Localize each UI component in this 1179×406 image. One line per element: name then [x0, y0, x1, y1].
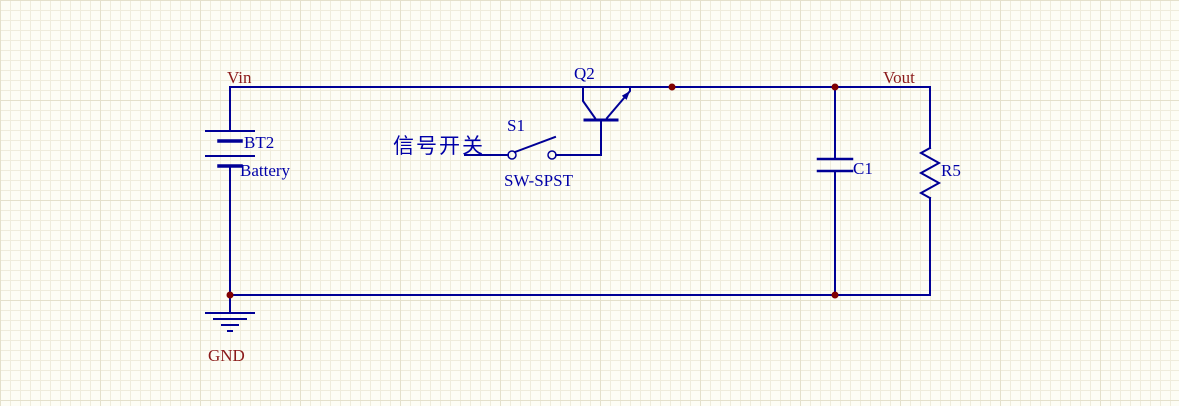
ground-symbol[interactable]	[205, 312, 255, 332]
net-label-vout[interactable]: Vout	[883, 68, 915, 87]
transistor-collector-lead	[582, 86, 597, 120]
wires	[229, 86, 931, 313]
capacitor-symbol[interactable]	[816, 157, 854, 173]
switch-designator[interactable]: S1	[507, 116, 525, 135]
junctions	[226, 83, 839, 299]
transistor-emitter-arrow-icon	[621, 91, 630, 100]
transistor-designator[interactable]: Q2	[574, 64, 595, 83]
resistor-symbol[interactable]	[918, 146, 942, 200]
battery-symbol[interactable]	[205, 130, 255, 168]
battery-comment[interactable]: Battery	[240, 161, 291, 180]
net-label-gnd[interactable]: GND	[208, 346, 245, 365]
switch-terminal-left	[507, 150, 517, 160]
wire-switch-to-base[interactable]	[555, 121, 602, 156]
capacitor-designator[interactable]: C1	[853, 159, 873, 178]
switch-terminal-right	[547, 150, 557, 160]
switch-comment[interactable]: SW-SPST	[504, 171, 574, 190]
transistor-emitter-lead	[605, 86, 631, 120]
net-label-vin[interactable]: Vin	[227, 68, 252, 87]
junction-dot[interactable]	[668, 83, 676, 91]
switch-annotation[interactable]: 信号开关	[393, 134, 485, 158]
junction-dot[interactable]	[831, 291, 839, 299]
switch-symbol[interactable]	[507, 135, 557, 160]
junction-dot[interactable]	[831, 83, 839, 91]
transistor-symbol[interactable]	[582, 86, 631, 153]
labels: Vin Vout GND BT2 Battery 信号开关 S1 SW-SPST…	[208, 64, 961, 365]
resistor-zigzag	[918, 146, 942, 200]
switch-lever	[513, 135, 557, 154]
battery-designator[interactable]: BT2	[244, 133, 274, 152]
junction-dot[interactable]	[226, 291, 234, 299]
resistor-designator[interactable]: R5	[941, 161, 961, 180]
